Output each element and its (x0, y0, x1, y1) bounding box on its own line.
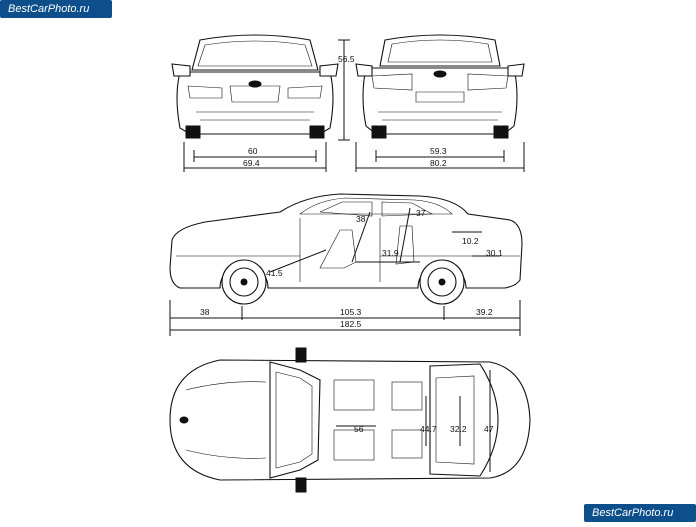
dim-trunk-height: 10.2 (462, 236, 479, 246)
dim-legroom-rear: 31.9 (382, 248, 399, 258)
dim-top-shoulder: 56 (354, 424, 364, 434)
dim-trunk-depth: 30.1 (486, 248, 503, 258)
dim-rear-width: 80.2 (430, 158, 447, 168)
dim-rear-track: 59.3 (430, 146, 447, 156)
dim-front-height: 56.5 (338, 54, 355, 64)
dim-top-trunk-width: 32.2 (450, 424, 467, 434)
front-view (171, 34, 350, 172)
dim-wheelbase: 105.3 (340, 307, 362, 317)
dim-overall-length: 182.5 (340, 319, 362, 329)
dim-legroom-front: 41.5 (266, 268, 283, 278)
rear-view (355, 34, 525, 172)
dim-headroom-front: 38 (356, 214, 366, 224)
dim-front-width: 69.4 (243, 158, 260, 168)
top-view (169, 347, 531, 493)
watermark-top-left: BestCarPhoto.ru (0, 0, 112, 18)
dim-front-track: 60 (248, 146, 258, 156)
dim-rear-overhang: 39.2 (476, 307, 493, 317)
dim-top-trunk-opening: 47 (484, 424, 494, 434)
side-view (169, 193, 523, 336)
dim-top-hip: 44.7 (420, 424, 437, 434)
dim-front-overhang: 38 (200, 307, 210, 317)
dim-headroom-rear: 37 (416, 208, 426, 218)
watermark-bottom-right: BestCarPhoto.ru (584, 504, 696, 522)
